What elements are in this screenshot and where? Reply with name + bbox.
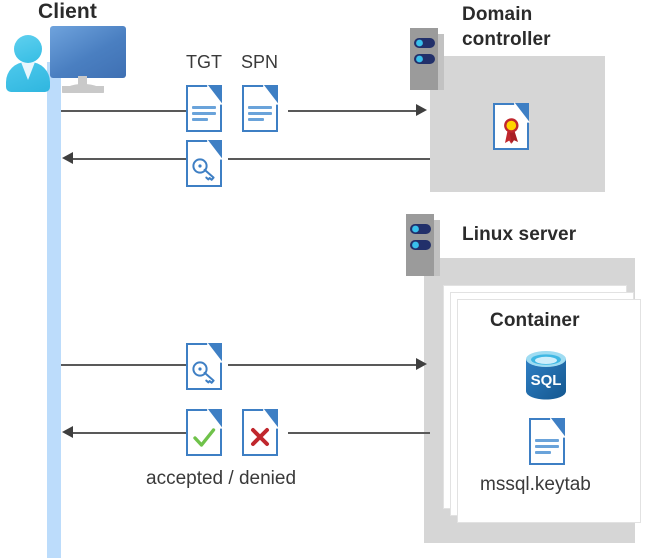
domain-controller-title: Domain controller	[462, 2, 642, 52]
flow-2-arrowhead-left	[62, 152, 73, 164]
client-monitor-icon	[50, 26, 126, 78]
flow-4-line-right	[288, 432, 430, 434]
container-card-front	[457, 299, 641, 523]
flow-1-line-right	[288, 110, 416, 112]
flow-3-line-left	[61, 364, 186, 366]
document-with-x-icon	[242, 408, 279, 456]
flow-2-line-left	[73, 158, 186, 160]
server-rack-icon-linux-server	[406, 214, 440, 276]
spn-label: SPN	[241, 52, 279, 72]
flow-3-line-right	[228, 364, 416, 366]
document-icon-spn	[242, 84, 279, 132]
flow-4-arrowhead-left	[62, 426, 73, 438]
flow-1-arrowhead-right	[416, 104, 427, 116]
client-person-head-icon	[14, 35, 42, 63]
document-icon-tgt	[186, 84, 223, 132]
client-lifeline	[47, 62, 61, 558]
document-with-key-icon-top	[186, 139, 223, 187]
flow-1-line-left	[61, 110, 186, 112]
document-icon-keytab	[529, 417, 566, 465]
document-with-key-icon-bottom	[186, 342, 223, 390]
document-with-checkmark-icon	[186, 408, 223, 456]
flow-3-arrowhead-right	[416, 358, 427, 370]
accepted-denied-label: accepted / denied	[146, 468, 297, 489]
container-title: Container	[490, 310, 580, 331]
certificate-document-icon	[493, 102, 530, 150]
flow-2-line-right	[228, 158, 430, 160]
domain-controller-title-line1: Domain	[462, 4, 533, 25]
monitor-neck	[78, 76, 87, 89]
monitor-base-curve	[62, 84, 104, 93]
flow-4-line-left	[73, 432, 186, 434]
svg-text:SQL: SQL	[531, 372, 562, 389]
sql-database-icon: SQL	[521, 349, 571, 401]
server-rack-icon-domain-controller	[410, 28, 444, 90]
tgt-label: TGT	[186, 52, 222, 72]
keytab-filename-label: mssql.keytab	[480, 474, 591, 495]
linux-server-title: Linux server	[462, 224, 577, 245]
domain-controller-title-line2: controller	[462, 29, 551, 50]
client-title: Client	[38, 0, 97, 23]
